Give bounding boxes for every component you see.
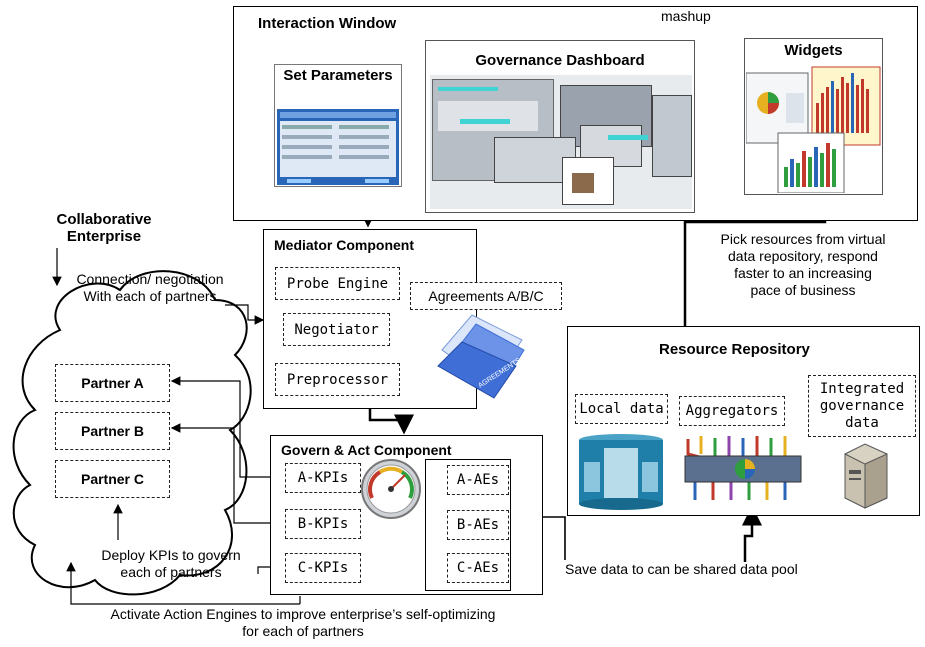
connection-text-line2: With each of partners xyxy=(83,288,217,304)
enterprise-title-line2: Enterprise xyxy=(66,228,142,245)
connection-text-line1: Connection/ negotiation xyxy=(76,271,224,287)
activate-arrow xyxy=(66,561,300,605)
partner-c: Partner C xyxy=(55,460,170,498)
partner-b: Partner B xyxy=(55,412,170,450)
governance-dashboard-panel: Governance Dashboard xyxy=(425,40,695,213)
agreements-label: Agreements A/B/C xyxy=(410,282,562,310)
activate-line2: for each of partners xyxy=(242,623,364,639)
integrated-line1: Integrated xyxy=(819,380,905,397)
agreements-folder-icon: AGREEMENTS xyxy=(437,314,525,399)
activate-text: Activate Action Engines to improve enter… xyxy=(48,606,558,640)
pick-line1: Pick resources from virtual xyxy=(720,231,886,247)
governance-dashboard-screenshot xyxy=(430,75,692,209)
c-kpis: C-KPIs xyxy=(285,553,361,583)
pick-resources-text: Pick resources from virtual data reposit… xyxy=(698,231,908,299)
connection-arrow xyxy=(225,304,265,325)
b-aes: B-AEs xyxy=(447,510,509,540)
partner-a: Partner A xyxy=(55,364,170,402)
bkpi-to-partnerB xyxy=(170,423,283,524)
governance-dashboard-title: Governance Dashboard xyxy=(475,52,645,69)
server-icon xyxy=(844,443,888,509)
mashup-label: mashup xyxy=(659,8,713,25)
metadata-repository-icon xyxy=(579,434,663,510)
aggregators: Aggregators xyxy=(679,396,785,426)
activate-line1: Activate Action Engines to improve enter… xyxy=(110,606,496,622)
connection-text: Connection/ negotiation With each of par… xyxy=(52,271,248,305)
deploy-line1: Deploy KPIs to govern xyxy=(101,547,241,563)
enterprise-title-line1: Collaborative xyxy=(56,211,152,228)
pick-line4: pace of business xyxy=(750,282,856,298)
govern-title: Govern & Act Component xyxy=(281,442,452,458)
save-arrow xyxy=(543,516,566,560)
probe-engine: Probe Engine xyxy=(275,267,400,300)
pick-line3: faster to an increasing xyxy=(734,265,872,281)
widgets-title: Widgets xyxy=(784,42,843,59)
set-parameters-panel: Set Parameters xyxy=(274,64,402,187)
deploy-kpis-text: Deploy KPIs to govern each of partners xyxy=(66,547,276,581)
akpi-to-partnerA xyxy=(170,376,283,478)
deploy-line2: each of partners xyxy=(120,564,222,580)
mediator-to-govern-arrow xyxy=(368,409,414,435)
aggregator-icon xyxy=(684,436,802,500)
pick-line2: data repository, respond xyxy=(728,248,878,264)
widgets-panel: Widgets xyxy=(744,38,883,195)
enterprise-title: Collaborative Enterprise xyxy=(44,211,164,245)
preprocessor: Preprocessor xyxy=(275,363,400,396)
gauge-icon xyxy=(361,459,421,519)
set-parameters-screenshot xyxy=(277,109,399,185)
integrated-line2: governance xyxy=(819,397,905,414)
b-kpis: B-KPIs xyxy=(285,509,361,539)
c-aes: C-AEs xyxy=(447,553,509,583)
set-parameters-title: Set Parameters xyxy=(283,67,393,84)
integrated-line3: data xyxy=(845,414,879,431)
repository-title: Resource Repository xyxy=(659,341,810,358)
integrated-governance-data: Integrated governance data xyxy=(808,375,916,437)
a-kpis: A-KPIs xyxy=(285,463,361,493)
interaction-window-title: Interaction Window xyxy=(258,15,397,32)
mediator-title: Mediator Component xyxy=(274,237,414,253)
a-aes: A-AEs xyxy=(447,465,509,495)
negotiator: Negotiator xyxy=(283,313,390,346)
local-data: Local data xyxy=(575,394,668,424)
widgets-screenshot xyxy=(746,66,881,193)
save-data-text: Save data to can be shared data pool xyxy=(565,561,798,577)
